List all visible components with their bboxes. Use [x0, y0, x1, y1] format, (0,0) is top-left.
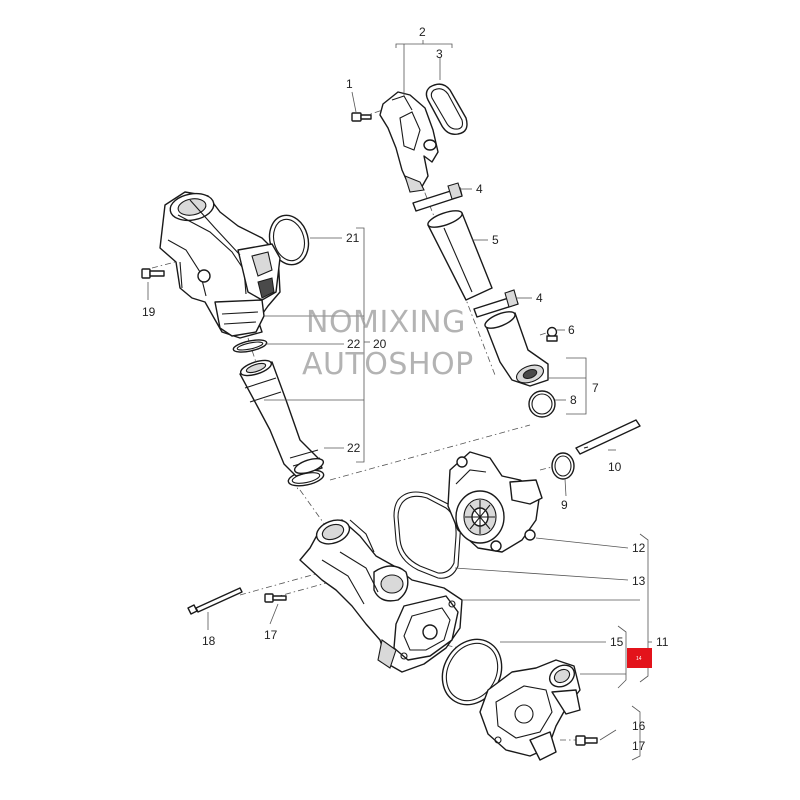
outlet-cover-part-16: [479, 659, 581, 761]
bolt-part-19: [141, 268, 165, 279]
bolt-part-17-left: [264, 593, 287, 603]
o-ring-part-8: [528, 390, 556, 418]
callout-3: 3: [436, 47, 443, 61]
thermostat-housing-part-20: [159, 191, 281, 339]
main-housing-part-11: [299, 519, 463, 673]
bolt-part-17-right: [575, 735, 598, 746]
o-ring-part-9: [551, 452, 575, 480]
callout-22-upper: 22: [347, 337, 361, 351]
pipe-elbow-part-7: [484, 311, 549, 387]
callout-1: 1: [346, 77, 353, 91]
callout-16: 16: [632, 719, 646, 733]
callout-15: 15: [610, 635, 624, 649]
callout-11: 11: [656, 635, 669, 649]
long-bolt-part-18: [187, 587, 243, 615]
watermark-line-1: NOMIXING: [306, 305, 466, 340]
o-ring-part-22-upper: [232, 339, 268, 353]
leader-lines: [147, 40, 652, 761]
upper-flange-part-2: [379, 91, 439, 193]
callout-17-left: 17: [264, 628, 278, 642]
callout-4-upper: 4: [476, 182, 483, 196]
callout-19: 19: [142, 305, 156, 319]
callout-labels: 1 2 3 4 5 4 6 7 8 10 9 21 19 22 20 22 12…: [142, 25, 669, 753]
watermark: NOMIXING AUTOSHOP: [302, 305, 474, 382]
callout-12: 12: [632, 541, 646, 555]
callout-21: 21: [346, 231, 360, 245]
badge-square: [627, 648, 652, 668]
gasket-part-13: [393, 491, 461, 579]
coolant-hose-part-5: [427, 210, 493, 301]
assembly-axes: [151, 102, 585, 741]
watermark-line-2: AUTOSHOP: [302, 347, 474, 382]
rod-part-10: [575, 419, 641, 455]
callout-18: 18: [202, 634, 216, 648]
callout-4-lower: 4: [536, 291, 543, 305]
bolt-part-1: [351, 112, 372, 122]
callout-22-lower: 22: [347, 441, 361, 455]
connecting-pipe-part-20: [239, 359, 325, 477]
callout-10: 10: [608, 460, 622, 474]
gasket-part-3: [425, 83, 468, 136]
callout-5: 5: [492, 233, 499, 247]
part-14-badge: 14: [627, 648, 652, 668]
bolt-part-6: [546, 326, 558, 342]
water-pump-part-12: [447, 451, 543, 553]
callout-7: 7: [592, 381, 599, 395]
callout-8: 8: [570, 393, 577, 407]
o-ring-part-15: [441, 638, 503, 706]
callout-6: 6: [568, 323, 575, 337]
callout-9: 9: [561, 498, 568, 512]
badge-label: 14: [636, 656, 642, 662]
callout-20: 20: [373, 337, 387, 351]
callout-2: 2: [419, 25, 426, 39]
hose-clamp-part-4-lower: [473, 289, 519, 318]
callout-13: 13: [632, 574, 646, 588]
hose-clamp-part-4-upper: [412, 182, 463, 212]
callout-17-right: 17: [632, 739, 646, 753]
